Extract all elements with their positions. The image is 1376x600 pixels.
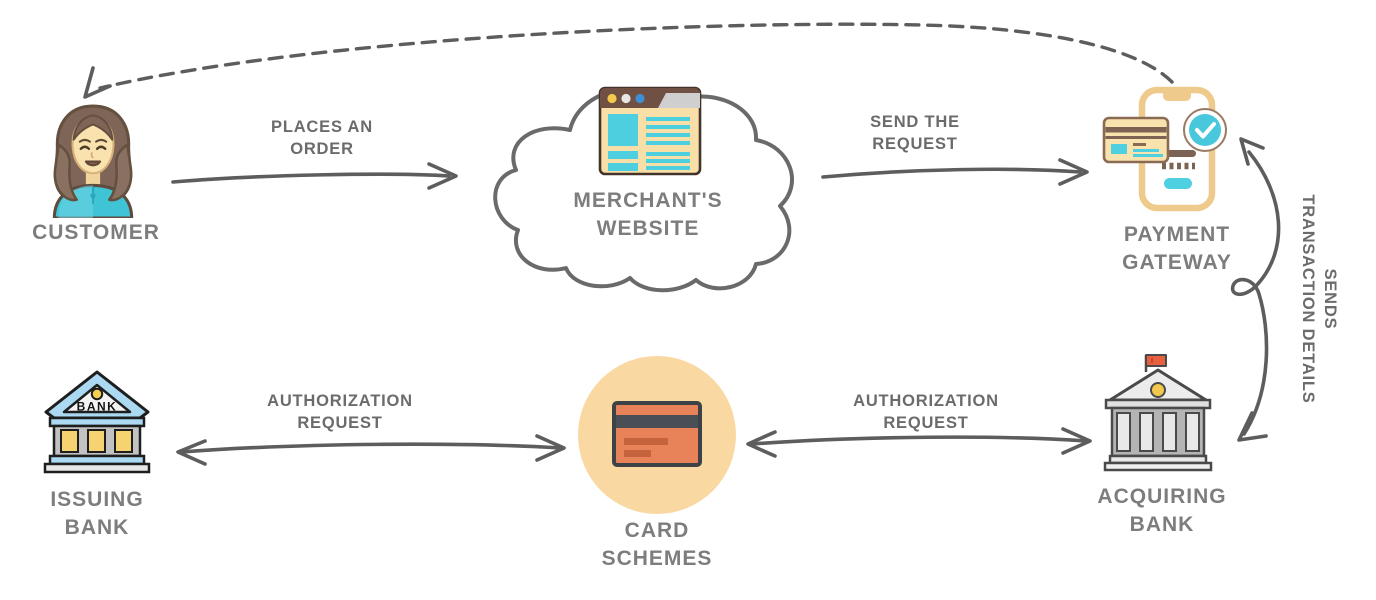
bank-sign-text: BANK — [77, 400, 118, 414]
acquiring-bank-icon — [1103, 354, 1213, 472]
merchant-cloud — [493, 86, 794, 293]
auth-request-left-arrow — [176, 434, 566, 466]
credit-card-icon — [578, 356, 736, 514]
acquiring-bank-label: ACQUIRING BANK — [1097, 485, 1227, 536]
issuing-bank-label: ISSUING BANK — [50, 488, 144, 539]
phone-payment-icon — [1102, 86, 1227, 212]
places-order-arrow — [171, 162, 458, 190]
merchant-website-label: MERCHANT'S WEBSITE — [573, 189, 723, 240]
transaction-details-arrow — [1230, 137, 1281, 442]
auth-request-left-label: AUTHORIZATION REQUEST — [267, 392, 413, 432]
transaction-details-label: SENDS TRANSACTION DETAILS — [1299, 194, 1339, 404]
auth-request-right-label: AUTHORIZATION REQUEST — [853, 392, 999, 432]
send-request-arrow — [821, 158, 1089, 186]
issuing-bank-icon: BANK — [43, 370, 151, 474]
payment-gateway-label: PAYMENT GATEWAY — [1122, 223, 1232, 274]
customer-avatar-icon — [52, 104, 134, 218]
send-request-label: SEND THE REQUEST — [870, 113, 960, 153]
customer-label: CUSTOMER — [32, 221, 160, 244]
card-schemes-label: CARD SCHEMES — [601, 519, 713, 570]
browser-window-icon — [598, 86, 702, 176]
places-order-label: PLACES AN ORDER — [271, 118, 373, 158]
